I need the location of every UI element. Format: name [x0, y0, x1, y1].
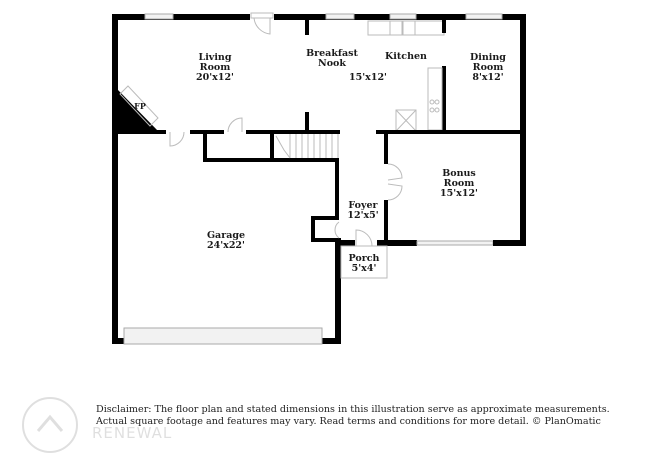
wall-top [112, 14, 526, 20]
fireplace [118, 90, 158, 131]
watermark-text: RENEWAL [92, 424, 173, 442]
fireplace-label: FP [134, 101, 146, 111]
wall-mid-left [118, 130, 166, 134]
garage-door [123, 327, 323, 345]
window-nook [325, 13, 355, 20]
window-bonus [416, 240, 494, 246]
wall-left [112, 14, 118, 344]
window-dining [465, 13, 503, 20]
window-kitchen [389, 13, 417, 20]
watermark-logo-icon [22, 397, 78, 453]
wall-garage-right [335, 158, 339, 220]
disclaimer: Disclaimer: The floor plan and stated di… [96, 404, 610, 427]
porch-outline [340, 245, 388, 279]
room-kitchen: Kitchen [385, 51, 427, 62]
window-living [144, 13, 174, 20]
room-kitchen-dims: 15'x12' [349, 72, 387, 83]
